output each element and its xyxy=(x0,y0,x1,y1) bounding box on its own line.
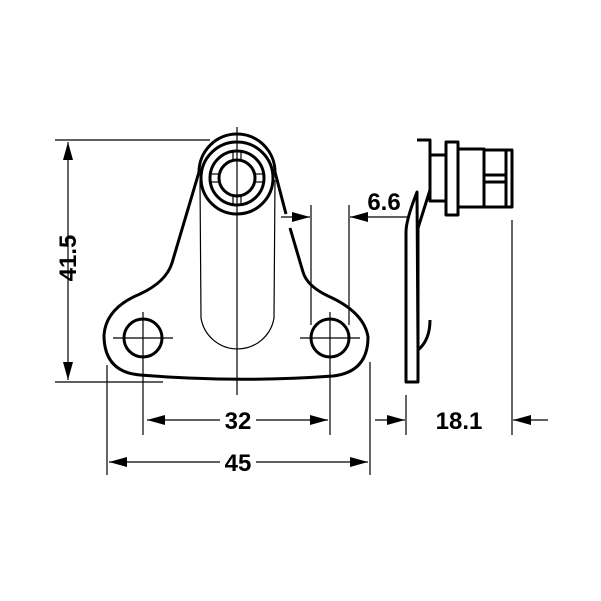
dim-offset-label: 6.6 xyxy=(367,189,400,216)
hub xyxy=(428,153,448,203)
centerlines xyxy=(113,127,360,435)
dim-overall-width-label: 45 xyxy=(225,450,252,477)
front-view xyxy=(102,127,370,435)
cylinder xyxy=(456,147,486,209)
dimension-lines xyxy=(55,139,548,475)
flange xyxy=(444,140,460,217)
plate-side xyxy=(404,138,432,384)
split-tip xyxy=(484,148,508,209)
tip-cap xyxy=(504,148,514,209)
bracket-outline xyxy=(102,171,370,381)
side-view xyxy=(404,138,514,384)
dim-hole-spacing-label: 32 xyxy=(225,408,252,435)
dim-depth-label: 18.1 xyxy=(436,408,483,435)
dim-height-label: 41.5 xyxy=(55,235,82,282)
